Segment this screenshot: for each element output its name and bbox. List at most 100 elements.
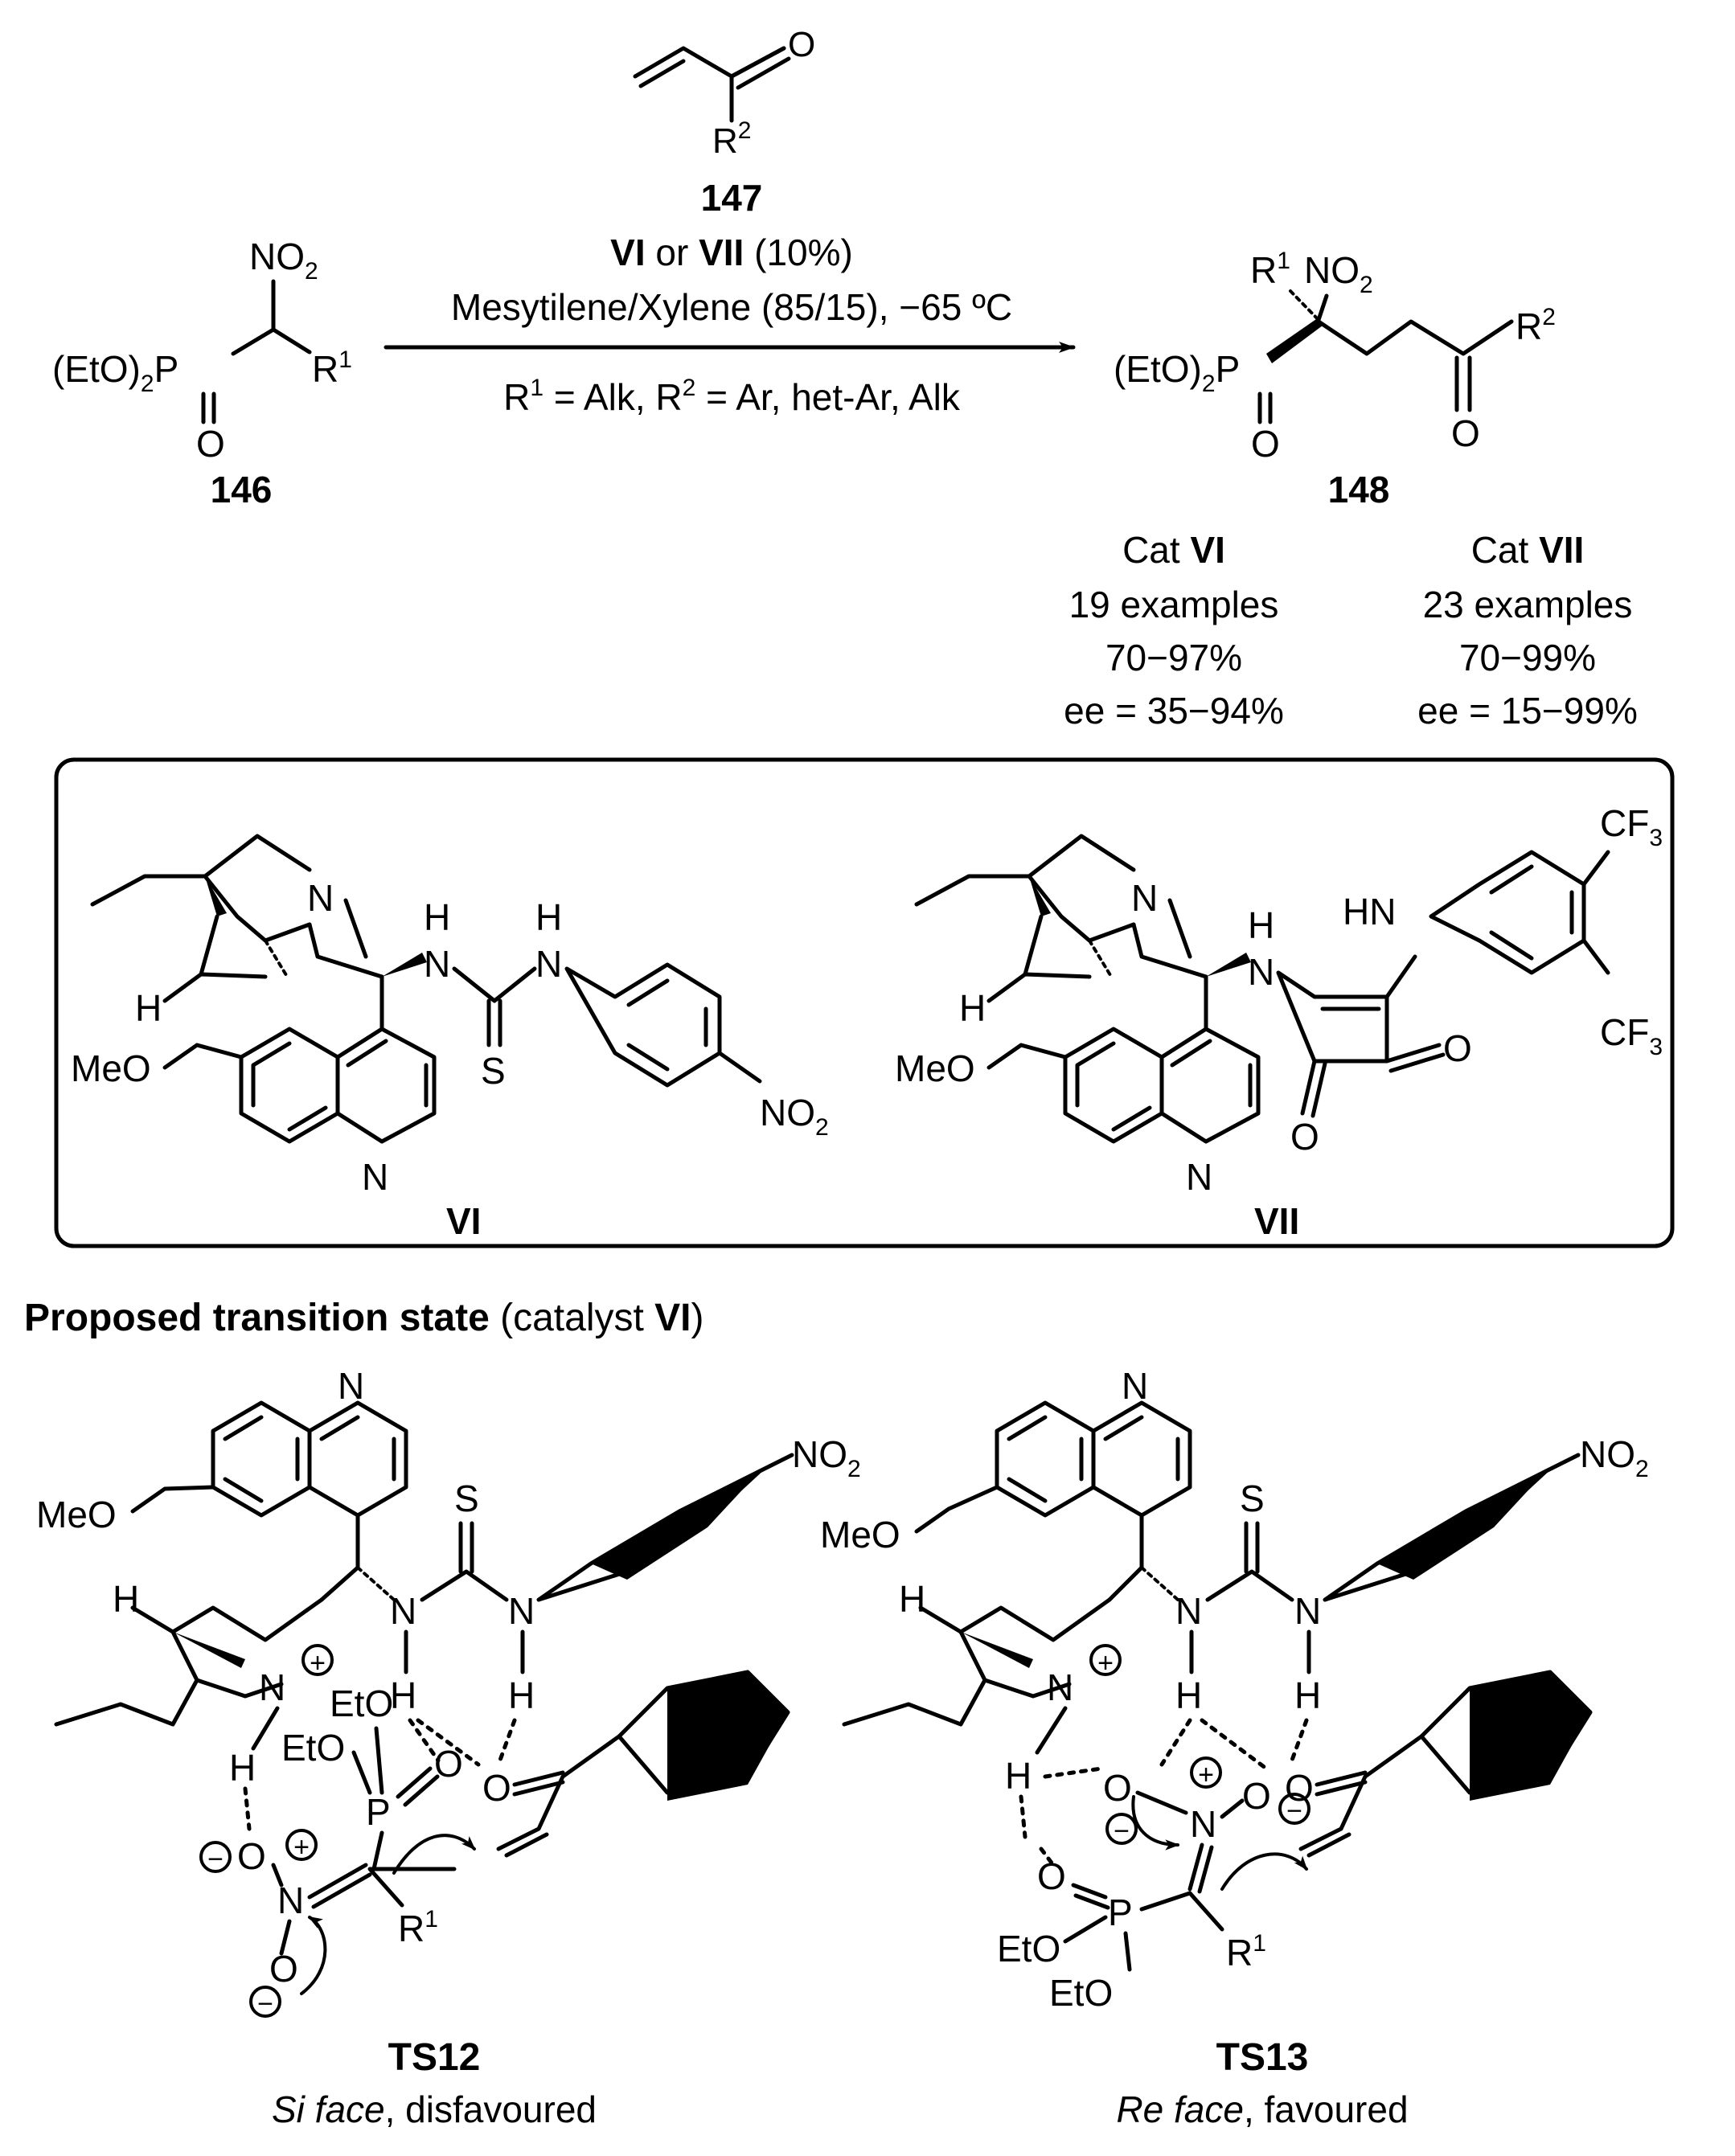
product-r1: R1	[1250, 248, 1290, 291]
results-catalyst-vii: Cat VII 23 examples 70−99% ee = 15−99%	[1417, 529, 1638, 732]
results-vi-examples: 19 examples	[1069, 584, 1279, 625]
ts13-ammonium-charge: +	[1097, 1648, 1114, 1678]
ts13-oxide-charge-left: −	[1114, 1816, 1130, 1847]
vi-quinuclidine-n: N	[307, 877, 334, 919]
ts13-eto-left: EtO	[997, 1928, 1060, 1970]
catalyst-vi-structure: N H N H S N H NO2 N MeO VI	[71, 834, 829, 1242]
ts12-eto-upper: EtO	[330, 1683, 393, 1724]
ts13-thiourea-s: S	[1240, 1478, 1265, 1519]
ts13-bridgehead-h: H	[899, 1578, 925, 1620]
vi-bridgehead-h: H	[135, 987, 162, 1029]
ts12-ammonium-n: N	[259, 1666, 285, 1708]
product-phosphoryl-oxygen: O	[1251, 423, 1280, 465]
vii-quinuclidine-n: N	[1131, 877, 1158, 919]
vii-methoxy: MeO	[895, 1047, 975, 1089]
vii-cf3-top: CF3	[1600, 802, 1663, 851]
ts12-ammonium-charge: +	[310, 1648, 326, 1678]
ts12-bridgehead-h: H	[113, 1578, 139, 1620]
ts12-methoxy: MeO	[36, 1494, 117, 1535]
product-148: R1 NO2 (EtO)2P R2 O O 148	[1114, 248, 1556, 510]
results-vi-yield: 70−97%	[1105, 637, 1242, 678]
vii-anilide-hn: HN	[1343, 891, 1396, 932]
ts12-quinoline-n: N	[338, 1365, 364, 1407]
vii-carbonyl-o-left: O	[1290, 1116, 1319, 1158]
ts12-nitro: NO2	[792, 1433, 861, 1482]
ts12-nitronate-o-bottom: O	[269, 1948, 298, 1990]
vi-thiourea-h-right: H	[535, 896, 562, 938]
ts12-nitronate-charge: +	[293, 1832, 310, 1863]
reaction-conditions: VI or VII (10%) Mesytilene/Xylene (85/15…	[384, 232, 1076, 418]
ts12-oxide-charge-bottom: −	[257, 1989, 273, 2019]
catalyst-vii-structure: N H N H O O HN CF3 CF3 N MeO VII	[895, 802, 1663, 1242]
ts12-structure: N MeO H N + H N S N H H NO2 O	[36, 1365, 861, 2130]
vi-methoxy: MeO	[71, 1047, 151, 1089]
results-catalyst-vi: Cat VI 19 examples 70−97% ee = 35−94%	[1064, 529, 1284, 732]
vii-amine-n: N	[1248, 951, 1274, 993]
catalyst-line: VI or VII (10%)	[610, 232, 853, 273]
ts13-methoxy: MeO	[820, 1514, 900, 1556]
ts13-thiourea-h-left: H	[1175, 1674, 1202, 1716]
ts12-r1: R1	[398, 1906, 438, 1949]
ts13-ammonium-n: N	[1047, 1666, 1073, 1708]
ts13-nitronate-charge: +	[1198, 1760, 1214, 1790]
vii-quinoline-n: N	[1186, 1156, 1212, 1198]
substrate-oxygen: O	[196, 423, 225, 465]
ts12-ammonium-h: H	[229, 1747, 256, 1789]
ts13-structure: N MeO H N + H N S N H H NO2 O	[820, 1365, 1649, 2130]
substrate-146: NO2 (EtO)2P R1 O 146	[52, 236, 352, 510]
ts13-nitro: NO2	[1580, 1433, 1649, 1482]
vii-bridgehead-h: H	[959, 987, 986, 1029]
results-vii-catalyst: Cat VII	[1471, 529, 1585, 571]
ts13-eto-lower: EtO	[1049, 1972, 1113, 2014]
vi-quinoline-n: N	[362, 1156, 388, 1198]
results-vii-ee: ee = 15−99%	[1417, 690, 1638, 732]
reagent-r2: R2	[712, 117, 751, 161]
product-phosphonate: (EtO)2P	[1114, 348, 1240, 397]
ts12-thiourea-h-left: H	[390, 1674, 416, 1716]
ts12-nitronate-o-top: O	[237, 1835, 266, 1877]
results-vii-yield: 70−99%	[1459, 637, 1596, 678]
ts13-oxide-charge-right: −	[1286, 1796, 1302, 1826]
ts12-eto-lower: EtO	[281, 1727, 345, 1769]
transition-state-heading: Proposed transition state (catalyst VI)	[24, 1297, 704, 1339]
vii-cf3-bottom: CF3	[1600, 1011, 1663, 1060]
ts13-nitronate-o-left: O	[1103, 1767, 1132, 1809]
ts12-oxide-charge-top: −	[207, 1844, 224, 1875]
ts12-thiourea-n-left: N	[390, 1590, 416, 1632]
ts13-ammonium-h: H	[1005, 1755, 1032, 1797]
substituent-definitions: R1 = Alk, R2 = Ar, het-Ar, Alk	[503, 375, 961, 418]
results-vi-catalyst: Cat VI	[1122, 529, 1225, 571]
vii-carbonyl-o-right: O	[1443, 1027, 1472, 1069]
vi-thiourea-nh-right: N	[535, 943, 562, 985]
ts13-nitronate-o-right: O	[1242, 1775, 1271, 1817]
substrate-label: 146	[211, 469, 273, 510]
vi-nitro: NO2	[760, 1092, 829, 1141]
ts12-phosphorus: P	[366, 1791, 391, 1833]
ts13-nitronate-n: N	[1190, 1803, 1216, 1845]
solvent-temperature: Mesytilene/Xylene (85/15), −65 ºC	[451, 286, 1012, 328]
ts13-thiourea-n-left: N	[1175, 1590, 1202, 1632]
ts12-thiourea-s: S	[454, 1478, 479, 1519]
vi-thiourea-nh-left: N	[424, 943, 450, 985]
substrate-r1: R1	[312, 346, 352, 390]
catalyst-vii-label: VII	[1254, 1200, 1299, 1242]
reagent-147: O R2 147	[633, 25, 815, 219]
substrate-phosphonate: (EtO)2P	[52, 348, 178, 397]
catalyst-box	[54, 757, 1675, 1248]
ts12-face-note: Si face, disfavoured	[272, 2088, 597, 2130]
ts13-face-note: Re face, favoured	[1116, 2088, 1408, 2130]
product-no2: NO2	[1304, 249, 1373, 298]
ts12-label: TS12	[388, 2036, 481, 2079]
product-ketone-oxygen: O	[1451, 412, 1480, 454]
ts13-r1: R1	[1226, 1930, 1266, 1974]
vii-amine-h: H	[1248, 904, 1274, 946]
ts13-phosphorus: P	[1108, 1892, 1133, 1933]
ts12-thiourea-h-right: H	[508, 1674, 535, 1716]
ts12-phosphoryl-o: O	[434, 1743, 463, 1785]
ts13-thiourea-h-right: H	[1294, 1674, 1321, 1716]
results-vii-examples: 23 examples	[1423, 584, 1633, 625]
substrate-no2: NO2	[249, 236, 318, 285]
product-r2: R2	[1516, 304, 1556, 347]
reagent-oxygen: O	[788, 25, 815, 64]
